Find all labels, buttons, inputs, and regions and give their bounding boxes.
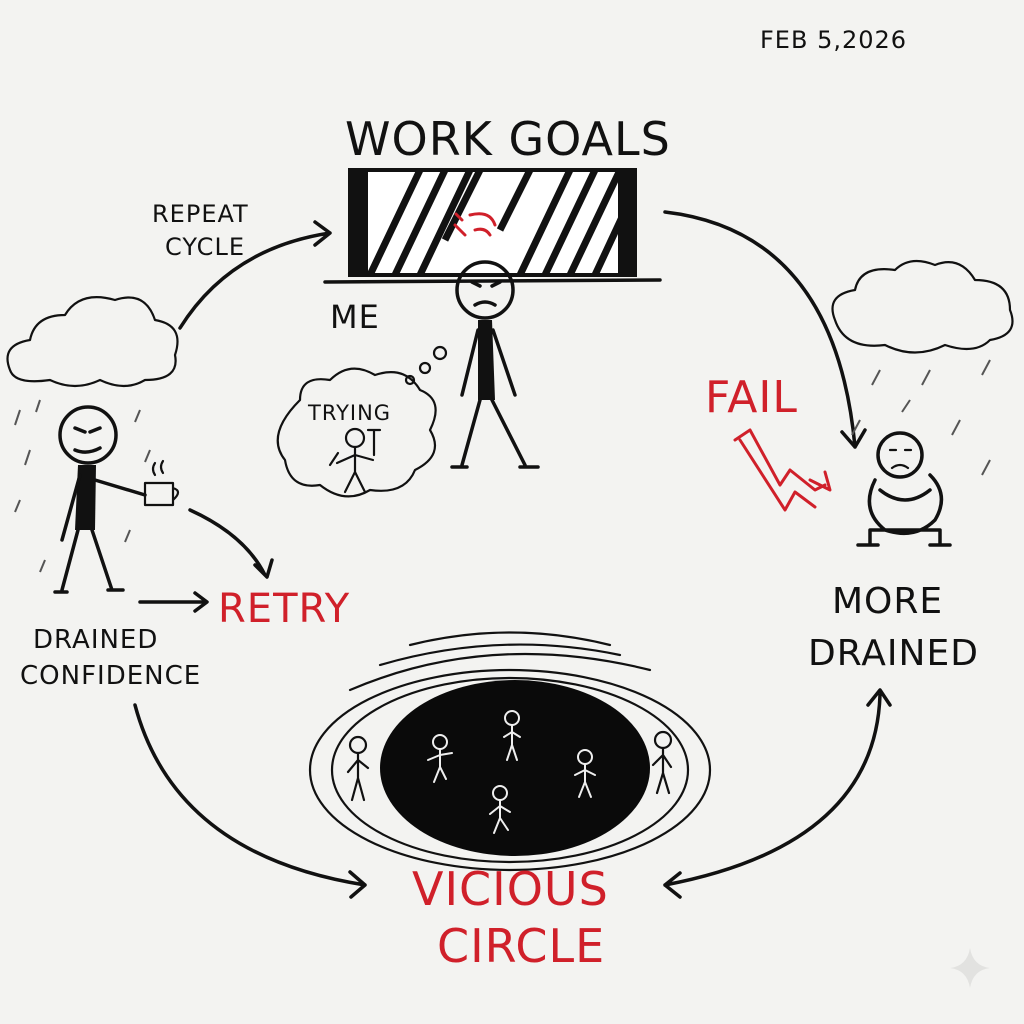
- work-goals-title: WORK GOALS: [345, 112, 671, 166]
- cycle-label: CYCLE: [165, 233, 245, 261]
- fail-zigzag-arrow: [733, 428, 832, 512]
- circle-label: CIRCLE: [437, 919, 605, 973]
- drained-stick-figure: [53, 405, 180, 594]
- me-stick-figure: [450, 212, 540, 469]
- me-label: ME: [330, 298, 380, 336]
- repeat-cycle-arrow: [178, 220, 332, 330]
- drained-to-vicious-arrow: [133, 703, 367, 899]
- fail-label: FAIL: [705, 372, 798, 423]
- right-rain-cloud: [831, 259, 1014, 476]
- more-drained-label: DRAINED: [808, 633, 979, 674]
- confidence-label: CONFIDENCE: [20, 661, 201, 691]
- more-label: MORE: [832, 581, 943, 622]
- fail-arrow: [663, 210, 867, 449]
- vortex-pit: [308, 631, 712, 872]
- vicious-label: VICIOUS: [412, 862, 609, 916]
- date-label: FEB 5,2026: [760, 26, 907, 54]
- repeat-label: REPEAT: [152, 200, 249, 228]
- retry-label: RETRY: [218, 586, 350, 632]
- vicious-to-more-drained-arrow: [663, 688, 892, 899]
- trying-label: TRYING: [307, 401, 391, 425]
- sad-sitting-figure: [856, 431, 952, 547]
- retry-arrow-2: [138, 591, 209, 613]
- sparkle-icon: [950, 948, 990, 988]
- retry-arrow-1: [188, 508, 274, 579]
- left-rain-cloud: [6, 296, 179, 573]
- trying-thought-bubble: TRYING: [276, 345, 448, 498]
- work-goals-wall: [323, 168, 662, 284]
- drained-label: DRAINED: [33, 625, 158, 655]
